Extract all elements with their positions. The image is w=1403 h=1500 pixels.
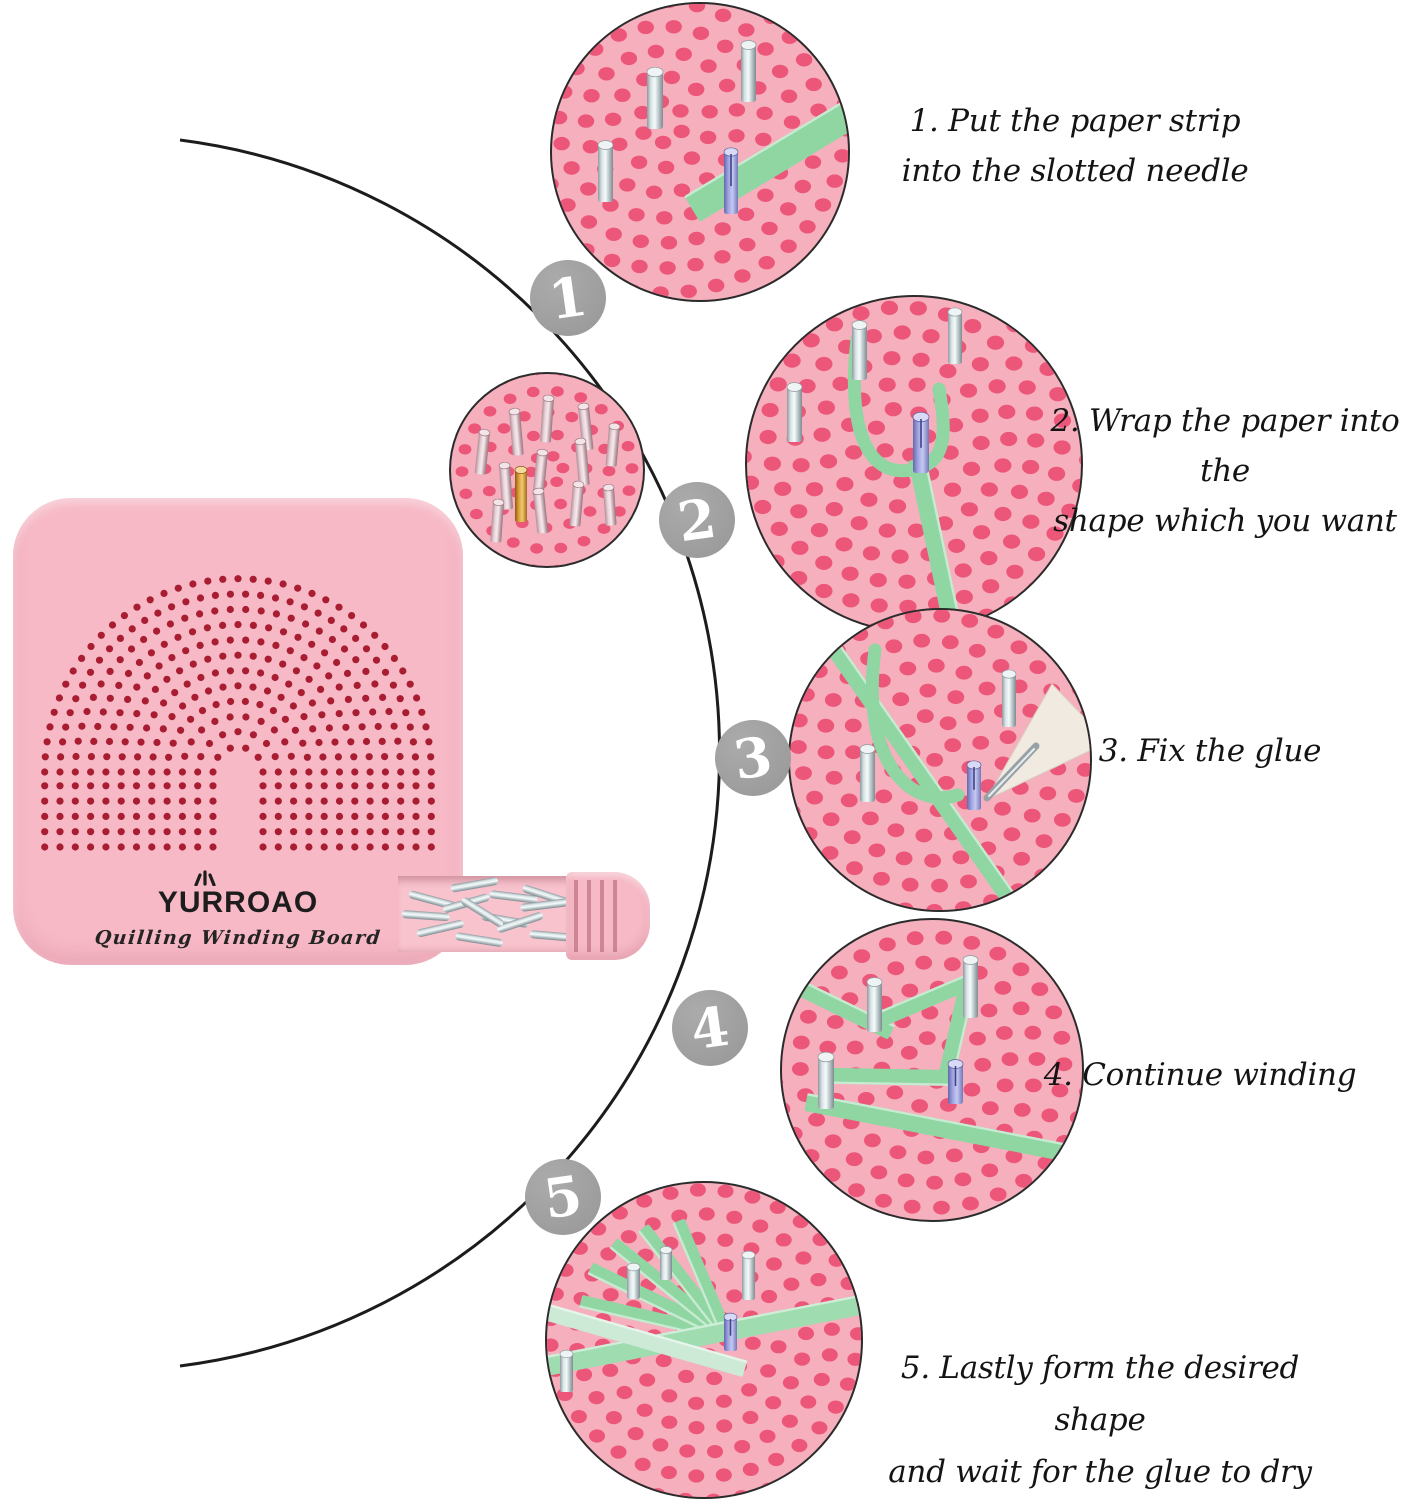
step-5-badge: 5 (525, 1159, 601, 1235)
step-5-number: 5 (539, 1162, 587, 1232)
caption-line: and wait for the glue to dry out (888, 1454, 1312, 1490)
step-4-caption: 4. Continue winding (1015, 1050, 1385, 1100)
quilling-board: YURROAO Quilling Winding Board (13, 498, 463, 965)
board-detail-photo (449, 372, 645, 568)
drawer-handle-ridges (574, 880, 618, 952)
step-2-caption: 2. Wrap the paper into the shape which y… (1040, 396, 1403, 546)
caption-line: 5. Lastly form the desired shape (900, 1350, 1300, 1438)
caption-line: shape which you want (1053, 503, 1397, 539)
step-1-badge: 1 (530, 260, 606, 336)
caption-line: 1. Put the paper strip (909, 103, 1241, 139)
step-4-number: 4 (686, 993, 734, 1063)
brand-crown-icon (194, 870, 216, 886)
brand-name: YURROAO (157, 886, 319, 919)
step-3-caption: 3. Fix the glue (1040, 726, 1380, 776)
caption-line: 3. Fix the glue (1098, 733, 1322, 769)
caption-line: into the slotted needle (901, 153, 1249, 189)
step-2-badge: 2 (659, 482, 735, 558)
pin-drawer-tray (398, 876, 568, 952)
step-1-caption: 1. Put the paper strip into the slotted … (860, 96, 1290, 196)
step-4-badge: 4 (672, 990, 748, 1066)
step-1-photo (550, 2, 850, 302)
step-3-badge: 3 (715, 720, 791, 796)
step-1-number: 1 (544, 263, 592, 333)
caption-line: 4. Continue winding (1043, 1057, 1357, 1093)
step-3-number: 3 (729, 723, 777, 793)
step-2-photo (745, 295, 1083, 633)
step-5-photo (545, 1181, 863, 1499)
board-logo: YURROAO Quilling Winding Board (88, 870, 388, 949)
step-2-number: 2 (673, 485, 721, 555)
caption-line: 2. Wrap the paper into the (1050, 403, 1400, 489)
product-name: Quilling Winding Board (93, 927, 383, 949)
drawer-pins (401, 877, 568, 947)
step-4-photo (780, 918, 1084, 1222)
drawer-handle (566, 872, 650, 960)
step-5-caption: 5. Lastly form the desired shape and wai… (875, 1342, 1325, 1500)
